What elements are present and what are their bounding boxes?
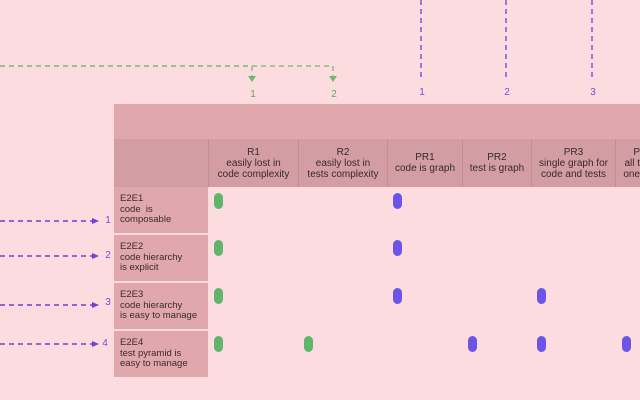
risk-number-1: 1 [250, 89, 256, 100]
marker-e2e4-pr2 [468, 336, 477, 352]
row-id: E2E4 [120, 337, 144, 348]
marker-e2e1-r1 [214, 193, 223, 209]
marker-e2e4-partial [622, 336, 631, 352]
principle-number-2: 2 [504, 87, 510, 98]
row-line: code hierarchy [120, 299, 183, 311]
principle-number-3: 3 [590, 87, 596, 98]
row-number-2: 2 [105, 250, 111, 261]
row-line: is explicit [120, 262, 159, 273]
marker-e2e2-r1 [214, 240, 223, 256]
principle-number-1: 1 [419, 87, 425, 98]
column-line: all t [624, 157, 640, 169]
column-line: test is graph [469, 163, 525, 174]
column-header-r2: R2 easily lost in tests complexity [298, 139, 387, 187]
marker-e2e3-r1 [214, 288, 223, 304]
column-line: code and tests [540, 168, 607, 180]
column-id: PR2 [487, 152, 507, 163]
row-line: test pyramid is [120, 347, 182, 359]
marker-e2e4-pr3 [537, 336, 546, 352]
column-line: easily lost in [226, 157, 281, 169]
marker-e2e3-pr1 [393, 288, 402, 304]
column-line: code is graph [394, 163, 456, 174]
column-id: P [633, 146, 640, 158]
column-id: PR1 [415, 152, 435, 163]
row-line: easy to manage [120, 358, 188, 369]
row-id: E2E2 [120, 241, 144, 252]
row-header-e2e4: E2E4 test pyramid is easy to manage [114, 331, 208, 377]
row-line: is easy to manage [120, 310, 198, 321]
row-header-e2e3: E2E3 code hierarchy is easy to manage [114, 283, 208, 329]
column-header-pr2: PR2 test is graph [462, 139, 531, 187]
column-header-pr1: PR1 code is graph [387, 139, 462, 187]
row-line: code hierarchy [120, 251, 183, 263]
row-id: E2E3 [120, 289, 144, 300]
row-number-3: 3 [105, 297, 111, 308]
column-id: PR3 [563, 146, 584, 158]
marker-e2e4-r1 [214, 336, 223, 352]
header-band [114, 104, 640, 139]
row-line: composable [120, 214, 172, 225]
column-id: R1 [247, 146, 260, 158]
row-number-1: 1 [105, 215, 111, 226]
marker-e2e1-pr1 [393, 193, 402, 209]
column-line: tests complexity [307, 168, 379, 180]
row-line: code is [120, 203, 153, 215]
column-line: easily lost in [315, 157, 371, 169]
marker-e2e2-pr1 [393, 240, 402, 256]
risk-number-2: 2 [331, 89, 337, 100]
row-header-e2e2: E2E2 code hierarchy is explicit [114, 235, 208, 281]
column-line: one [623, 168, 640, 180]
marker-e2e4-r2 [304, 336, 313, 352]
column-header-partial: P all t one [615, 139, 640, 187]
marker-e2e3-pr3 [537, 288, 546, 304]
column-line: code complexity [217, 168, 290, 180]
column-header-pr3: PR3 single graph for code and tests [531, 139, 615, 187]
column-header-row [114, 139, 640, 187]
row-id: E2E1 [120, 193, 144, 204]
row-number-4: 4 [102, 338, 108, 349]
column-header-r1: R1 easily lost in code complexity [208, 139, 298, 187]
column-id: R2 [336, 146, 350, 158]
row-header-e2e1: E2E1 code is composable [114, 187, 208, 233]
column-line: single graph for [539, 157, 608, 169]
